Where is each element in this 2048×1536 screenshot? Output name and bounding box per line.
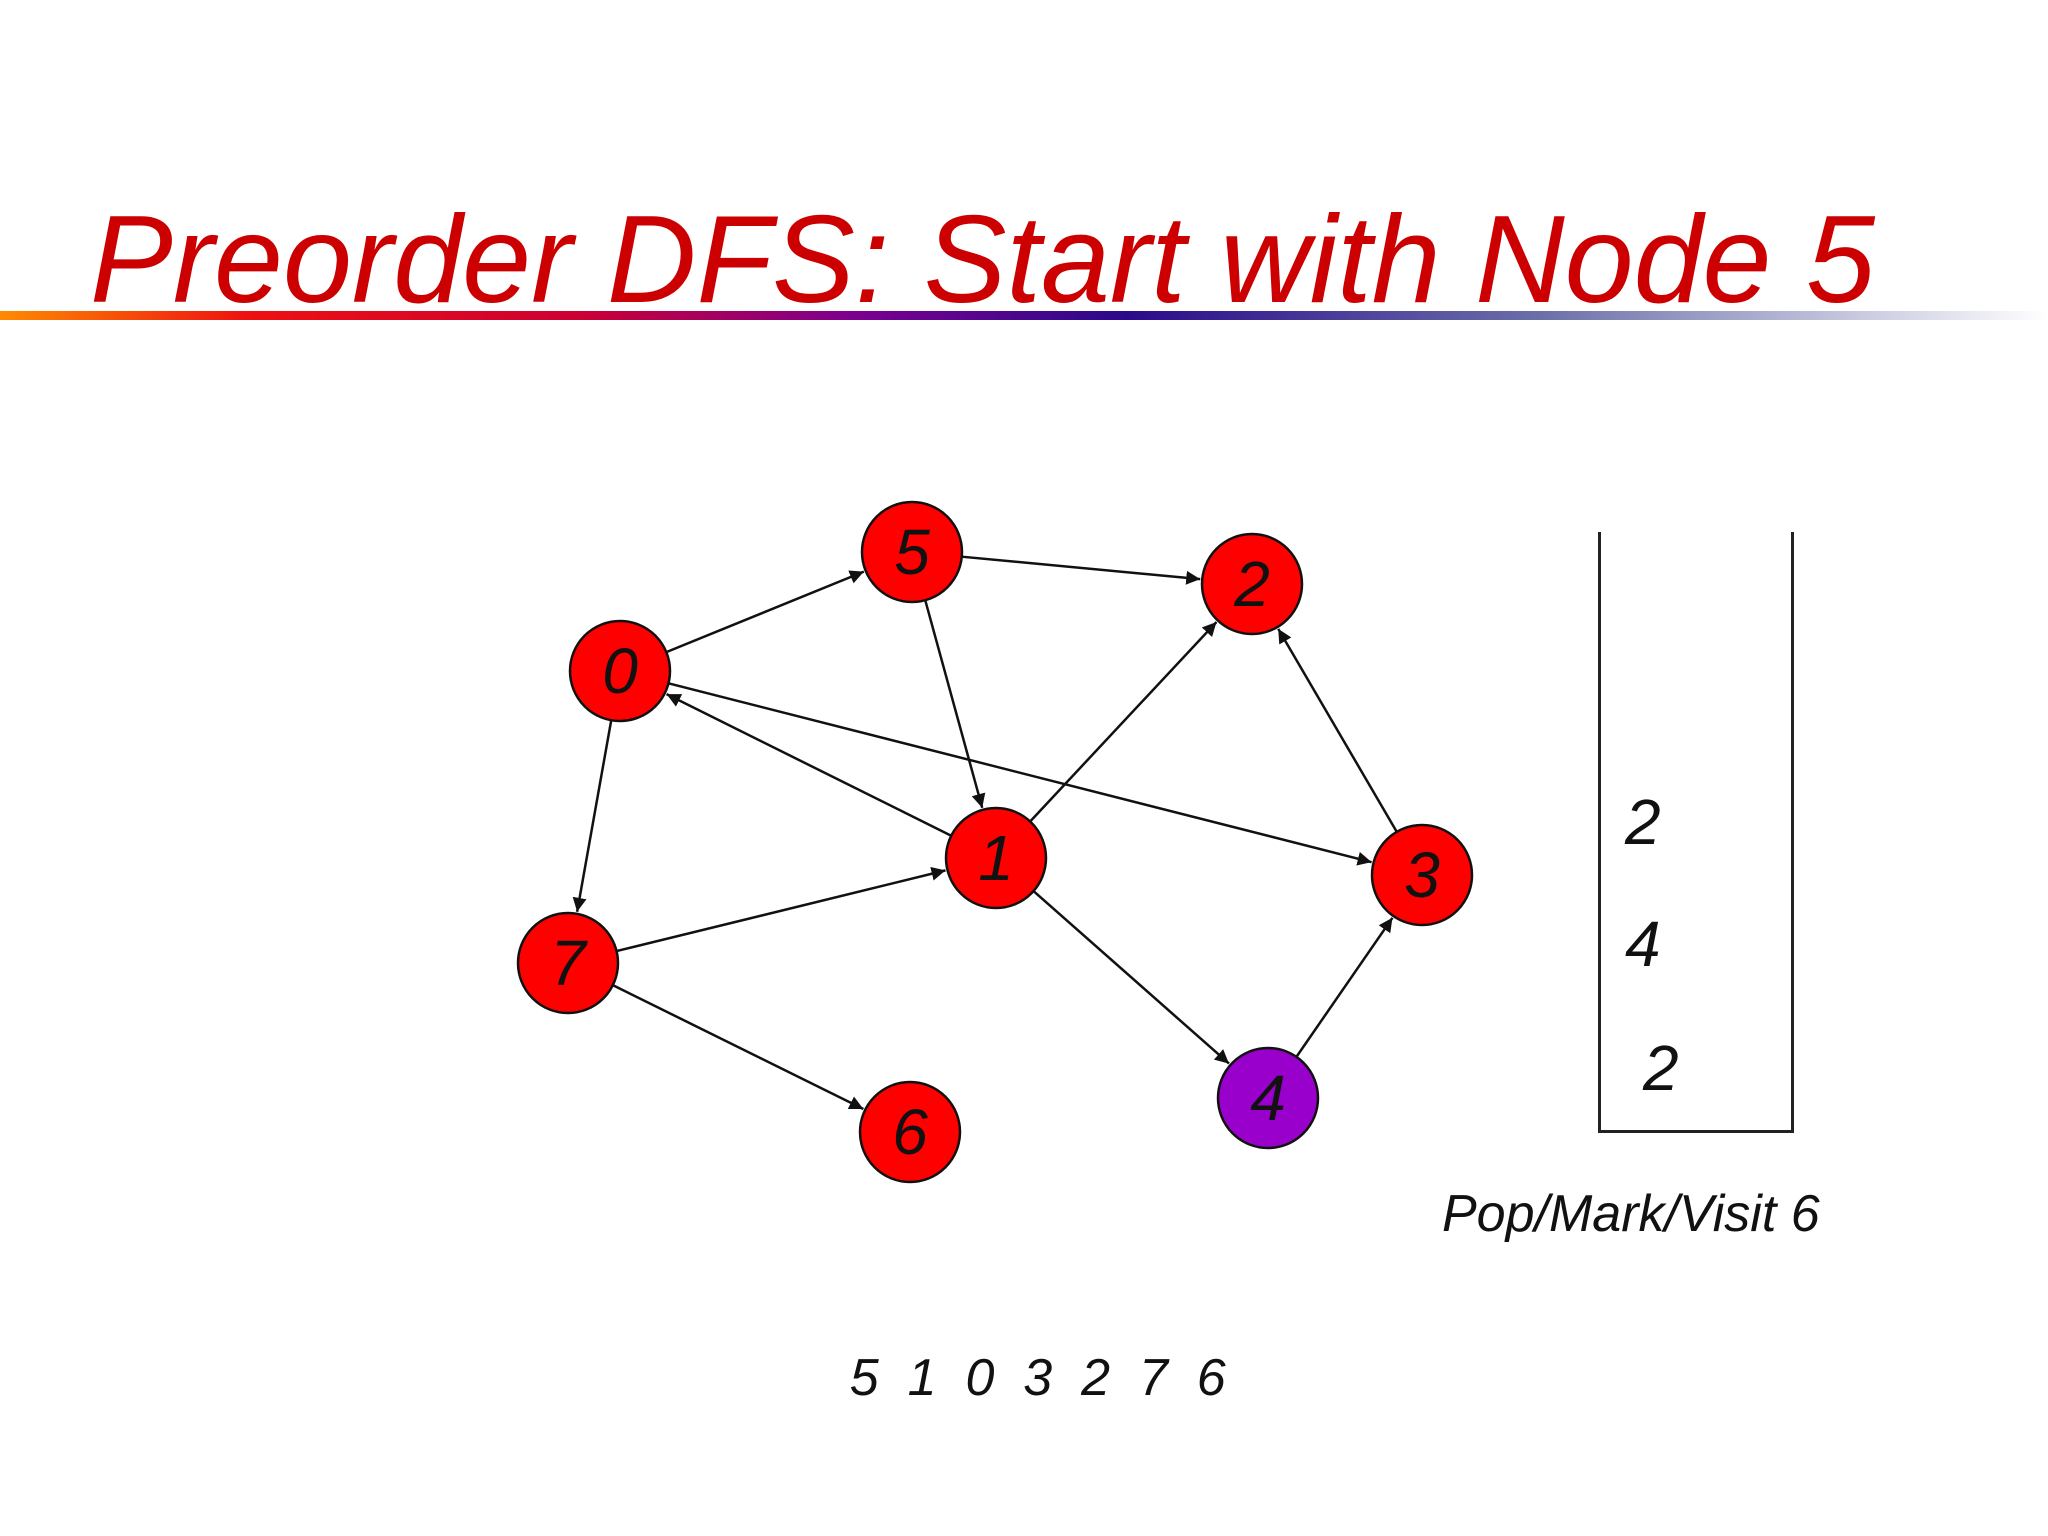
- node-3: 3: [1370, 823, 1474, 927]
- edge-7-to-1: [616, 866, 946, 953]
- node-0: 0: [568, 619, 672, 723]
- dfs-stack: 2 4 2: [1598, 532, 1794, 1133]
- title-underline-gradient: [0, 311, 2048, 320]
- node-label: 5: [894, 516, 930, 588]
- node-6: 6: [858, 1080, 962, 1184]
- step-caption: Pop/Mark/Visit 6: [1442, 1185, 1820, 1243]
- node-circle: [1200, 532, 1304, 636]
- node-4: 4: [1216, 1046, 1320, 1150]
- node-label: 7: [550, 927, 588, 999]
- node-label: 3: [1404, 839, 1440, 911]
- edge-0-to-5: [665, 570, 865, 654]
- visit-order-item: 0: [965, 1349, 995, 1407]
- node-circle: [944, 806, 1048, 910]
- visit-order-item: 7: [1138, 1349, 1168, 1407]
- node-5: 5: [860, 500, 964, 604]
- stack-item: 4: [1625, 908, 1661, 980]
- edge-7-to-6: [612, 984, 864, 1111]
- edge-3-to-2: [1277, 628, 1398, 833]
- visit-order: 5 1 0 3 2 7 6: [792, 1288, 1226, 1468]
- visit-order-item: 3: [1023, 1349, 1053, 1407]
- visit-order-item: 1: [907, 1349, 937, 1407]
- node-label: 6: [892, 1096, 928, 1168]
- node-circle: [568, 619, 672, 723]
- node-circle: [1370, 823, 1474, 927]
- node-circle: [1216, 1046, 1320, 1150]
- visit-order-item: 6: [1196, 1349, 1226, 1407]
- visit-order-item: 5: [849, 1349, 879, 1407]
- visit-order-item: 2: [1081, 1349, 1111, 1407]
- edge-0-to-7: [572, 720, 613, 913]
- edge-0-to-3: [668, 682, 1372, 866]
- edge-5-to-1: [924, 599, 986, 809]
- node-1: 1: [944, 806, 1048, 910]
- node-label: 2: [1233, 548, 1270, 620]
- node-label: 4: [1250, 1062, 1286, 1134]
- node-label: 0: [602, 635, 638, 707]
- edge-1-to-0: [666, 693, 952, 837]
- node-7: 7: [516, 911, 620, 1015]
- node-circle: [858, 1080, 962, 1184]
- node-circle: [516, 911, 620, 1015]
- edge-4-to-3: [1295, 917, 1394, 1058]
- edge-1-to-4: [1032, 890, 1230, 1065]
- node-label: 1: [978, 822, 1014, 894]
- edge-5-to-2: [961, 555, 1201, 585]
- stack-item: 2: [1643, 1032, 1679, 1104]
- node-2: 2: [1200, 532, 1304, 636]
- stack-item: 2: [1625, 786, 1661, 858]
- edge-1-to-2: [1029, 621, 1218, 823]
- node-circle: [860, 500, 964, 604]
- slide-title: Preorder DFS: Start with Node 5: [90, 191, 1875, 329]
